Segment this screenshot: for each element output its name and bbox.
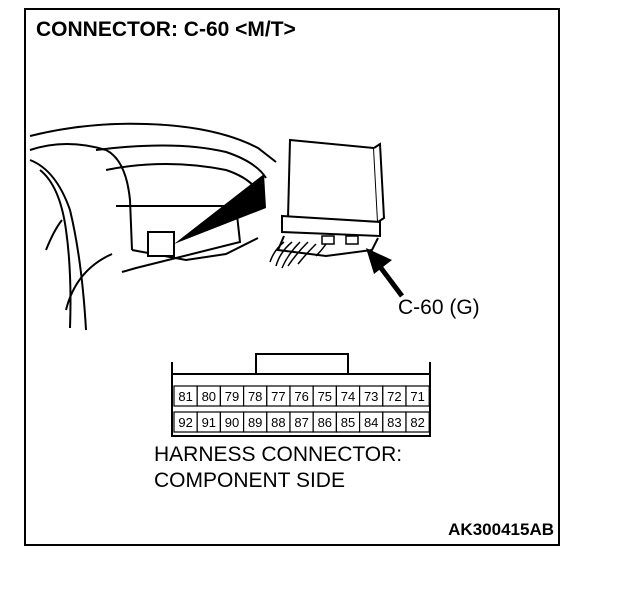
pin-label: 74 — [341, 389, 355, 404]
pointer-arrow-icon — [366, 248, 404, 298]
pin-label: 78 — [248, 389, 262, 404]
pin-label: 88 — [271, 415, 285, 430]
pin-label: 72 — [387, 389, 401, 404]
pin-label: 80 — [202, 389, 216, 404]
caption-line-2: COMPONENT SIDE — [154, 469, 345, 492]
diagram-title: CONNECTOR: C-60 <M/T> — [36, 18, 296, 41]
pin-label: 92 — [178, 415, 192, 430]
pin-label: 83 — [387, 415, 401, 430]
leader-wedge — [174, 174, 266, 244]
dashboard-illustration — [29, 122, 277, 331]
pin-label: 85 — [341, 415, 355, 430]
pin-cell — [405, 411, 430, 433]
figure-code: AK300415AB — [448, 520, 554, 539]
pin-label: 79 — [225, 389, 239, 404]
pin-label: 87 — [294, 415, 308, 430]
connector-caption: HARNESS CONNECTOR: COMPONENT SIDE — [154, 442, 402, 494]
pin-label: 77 — [271, 389, 285, 404]
pin-label: 75 — [318, 389, 332, 404]
diagram-artwork: 81 80 79 78 77 76 75 74 73 72 71 92 91 90 89 88 87 86 85 84… — [29, 122, 431, 437]
pin-label: 81 — [178, 389, 192, 404]
pin-cell — [405, 385, 430, 407]
pin-label: 76 — [294, 389, 308, 404]
connector-location-box — [147, 231, 175, 257]
caption-line-1: HARNESS CONNECTOR: — [154, 443, 403, 466]
pin-label: 71 — [410, 389, 424, 404]
pin-label: 84 — [364, 415, 378, 430]
pin-label: 86 — [318, 415, 332, 430]
pin-label: 73 — [364, 389, 378, 404]
pin-label: 90 — [225, 415, 239, 430]
pin-label: 89 — [248, 415, 262, 430]
diagram-frame: CONNECTOR: C-60 <M/T> — [24, 8, 560, 546]
connector-callout-label: C-60 (G) — [398, 296, 480, 319]
pin-label: 82 — [410, 415, 424, 430]
pin-label: 91 — [202, 415, 216, 430]
control-unit-illustration — [269, 138, 386, 269]
harness-connector: 81 80 79 78 77 76 75 74 73 72 71 92 91 90 89 88 87 86 85 84… — [171, 353, 431, 437]
